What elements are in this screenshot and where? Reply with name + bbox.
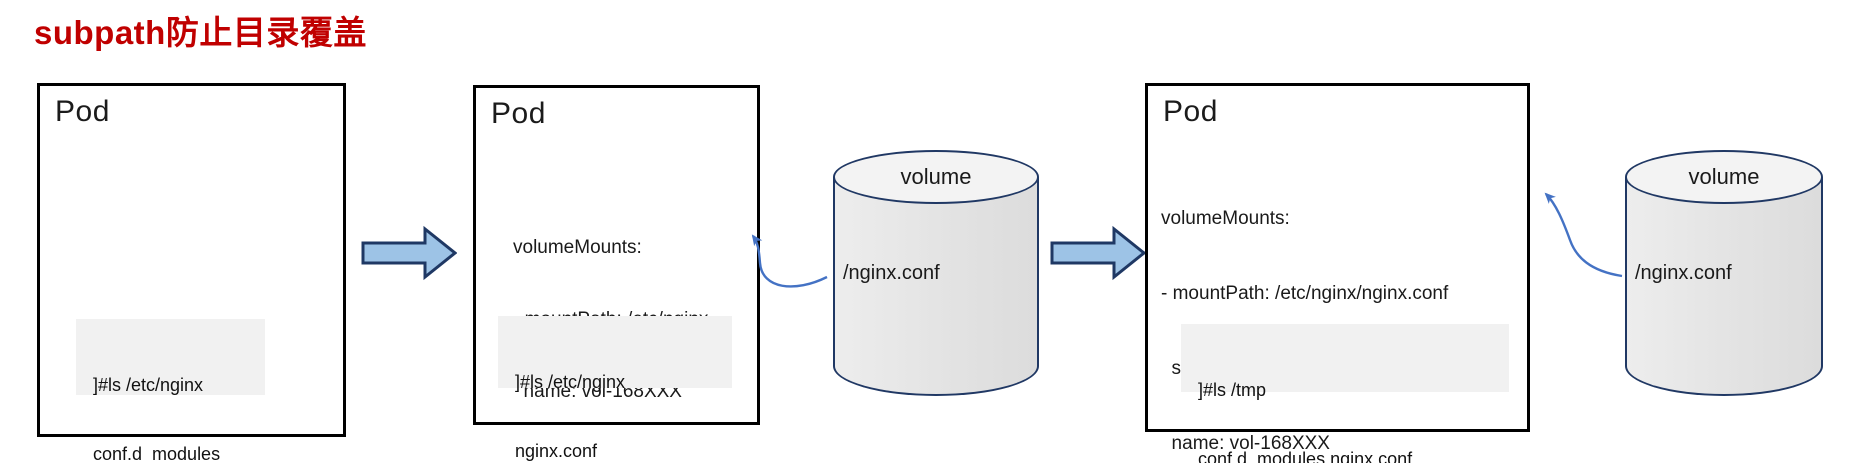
terminal-line: nginx.conf bbox=[515, 441, 598, 461]
volume-label: volume bbox=[1688, 164, 1760, 189]
terminal-line: ]#ls /tmp bbox=[1198, 380, 1267, 400]
yaml-line: - mountPath: /etc/nginx/nginx.conf bbox=[1161, 283, 1449, 304]
diagram-title: subpath防止目录覆盖 bbox=[34, 14, 367, 51]
cylinder-body bbox=[1625, 177, 1823, 396]
cylinder-body bbox=[833, 177, 1039, 396]
mount-arrow-icon bbox=[1544, 192, 1623, 278]
pod-2-label: Pod bbox=[491, 97, 546, 130]
pod-2-terminal: ]#ls /etc/nginx nginx.conf bbox=[498, 316, 732, 461]
volume-file-label: /nginx.conf bbox=[1635, 262, 1732, 284]
cylinder-top: volume bbox=[833, 150, 1039, 204]
terminal-line: ]#ls /etc/nginx bbox=[515, 372, 626, 392]
mount-arrow-icon bbox=[751, 234, 828, 288]
pod-3-terminal: ]#ls /tmp conf.d modules nginx.conf ... bbox=[1181, 324, 1509, 463]
cylinder-top: volume bbox=[1625, 150, 1823, 204]
pod-box-3: Pod volumeMounts: - mountPath: /etc/ngin… bbox=[1145, 83, 1530, 463]
flow-arrow-icon bbox=[1050, 225, 1146, 281]
yaml-line: volumeMounts: bbox=[1161, 208, 1290, 229]
terminal-line: conf.d modules nginx.conf ... bbox=[1198, 449, 1433, 463]
pod-box-2: Pod volumeMounts: - mountPath: /etc/ngin… bbox=[473, 85, 760, 461]
terminal-line: ]#ls /etc/nginx bbox=[93, 375, 204, 395]
pod-1-terminal: ]#ls /etc/nginx conf.d modules nginx.con… bbox=[76, 319, 265, 463]
flow-arrow-icon bbox=[361, 225, 457, 281]
yaml-line: volumeMounts: bbox=[513, 237, 642, 258]
terminal-line: conf.d modules bbox=[93, 444, 221, 463]
pod-3-label: Pod bbox=[1163, 95, 1218, 128]
volume-label: volume bbox=[900, 164, 972, 189]
volume-cylinder-1: volume /nginx.conf bbox=[833, 150, 1039, 396]
volume-file-label: /nginx.conf bbox=[843, 262, 940, 284]
volume-cylinder-2: volume /nginx.conf bbox=[1625, 150, 1823, 396]
pod-1-label: Pod bbox=[55, 95, 110, 128]
pod-box-1: Pod ]#ls /etc/nginx conf.d modules nginx… bbox=[37, 83, 346, 463]
yaml-line: name: vol-168XXX bbox=[1161, 433, 1330, 454]
